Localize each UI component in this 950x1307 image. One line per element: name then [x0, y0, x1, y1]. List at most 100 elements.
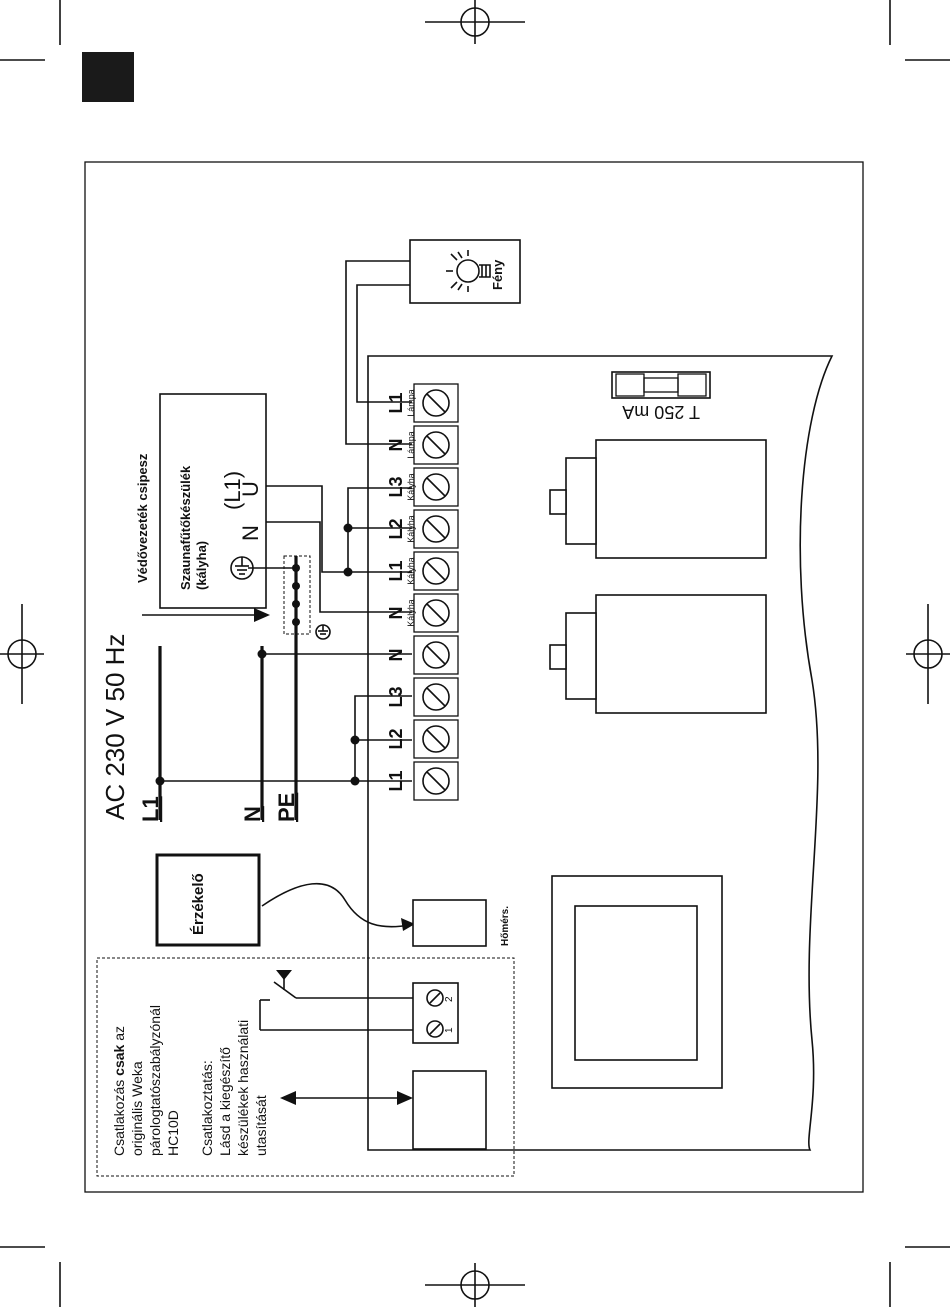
terminal-4: N: [386, 635, 459, 675]
registration-mark-right: [906, 604, 950, 704]
supply-voltage-label: AC 230 V 50 Hz: [100, 634, 130, 820]
note-line2: originális Weka: [129, 1061, 145, 1156]
supply-n-label: N: [240, 806, 265, 822]
terminal-screw-slot: [426, 729, 446, 749]
terminal-label: N: [386, 439, 406, 452]
terminal-label: L1: [386, 392, 406, 413]
terminal-sublabel: Kályha: [406, 473, 416, 501]
fuse-icon: [611, 371, 711, 399]
light-bulb-icon: [446, 250, 491, 292]
control-unit-board: [367, 355, 834, 1151]
note-line8: utasítását: [253, 1095, 269, 1156]
junction-dot: [350, 776, 360, 786]
sensor-box: [155, 853, 261, 947]
accessory-area: [96, 957, 515, 1177]
arrow-head-icon: [280, 1091, 296, 1105]
relay-lower: [549, 594, 767, 714]
note-line1-post: az: [111, 1026, 127, 1045]
terminal-1: L1: [386, 761, 459, 801]
arrow-head-icon: [397, 1091, 413, 1105]
aux-terminal-screw-icon: [426, 989, 444, 1007]
supply-wiring: [160, 653, 412, 782]
terminal-sublabel: Kályha: [406, 557, 416, 585]
junction-dot: [292, 582, 300, 590]
stove-u-label: U: [238, 481, 263, 497]
terminal-label: L2: [386, 518, 406, 539]
note-line6: Lásd a kiegészítő: [217, 1047, 233, 1156]
terminal-label: N: [386, 607, 406, 620]
terminal-label: L3: [386, 686, 406, 707]
terminal-screw-slot: [426, 645, 446, 665]
aux-terminal-screw-icon: [426, 1020, 444, 1038]
sauna-stove-box: [159, 393, 267, 609]
switch-actuator-icon: [276, 970, 292, 980]
sensor-cable: [261, 882, 411, 928]
note-line4: HC10D: [165, 1110, 181, 1156]
registration-mark-left: [0, 604, 44, 704]
ground-clamp-block: [283, 555, 311, 635]
note-line7: készülékek használati: [235, 1020, 251, 1156]
junction-dot: [155, 776, 165, 786]
junction-dot: [257, 649, 267, 659]
terminal-screw-slot: [426, 519, 446, 539]
stove-wiring: [248, 485, 412, 613]
light-box: [409, 239, 521, 304]
accessory-note: Csatlakozás csak az originális Weka páro…: [111, 1005, 269, 1156]
junction-dot: [292, 618, 300, 626]
light-wiring: [345, 260, 412, 445]
terminal-screw-slot: [426, 393, 446, 413]
junction-dot: [343, 523, 353, 533]
terminal-screw-slot: [426, 687, 446, 707]
ground-clamp-label: Védővezeték csipesz: [135, 453, 150, 583]
stove-subtitle: (kályha): [194, 541, 209, 590]
terminal-3: L3: [386, 677, 459, 717]
diagram-frame: [84, 161, 864, 1193]
terminal-2: L2: [386, 719, 459, 759]
junction-dot: [350, 735, 360, 745]
aux-terminal-1-label: 1: [444, 1027, 455, 1033]
supply-l1-label: L1: [138, 796, 163, 822]
svg-text:Csatlakozás csak az: Csatlakozás csak az: [111, 1026, 127, 1156]
page-tab: [82, 52, 134, 102]
fuse-label: T 250 mA: [622, 402, 700, 422]
terminal-label: L1: [386, 770, 406, 791]
registration-mark-top: [425, 0, 525, 44]
thermo-box: [412, 899, 487, 947]
supply-labels: AC 230 V 50 Hz L1 N PE: [100, 634, 299, 822]
switch-icon: [259, 978, 413, 1031]
note-line1-bold: csak: [111, 1044, 127, 1075]
terminal-label: N: [386, 649, 406, 662]
terminal-screw-slot: [426, 771, 446, 791]
display-screen: [574, 905, 698, 1061]
arrow-head-icon: [401, 918, 415, 931]
ground-symbol-icon: [315, 624, 331, 640]
terminal-screw-slot: [426, 561, 446, 581]
arrow-head-icon: [254, 608, 270, 622]
light-label: Fény: [490, 259, 505, 290]
aux-terminal-block: [412, 982, 459, 1044]
note-line1-pre: Csatlakozás: [111, 1076, 127, 1156]
stove-title: Szaunafűtőkészülék: [178, 465, 193, 590]
terminal-label: L1: [386, 560, 406, 581]
terminal-sublabel: Kályha: [406, 599, 416, 627]
supply-pe-label: PE: [274, 793, 299, 822]
terminal-screw-slot: [426, 435, 446, 455]
registration-mark-bottom: [425, 1263, 525, 1307]
aux-terminal-2-label: 2: [444, 996, 455, 1002]
terminal-sublabel: Lámpa: [406, 389, 416, 417]
stove-n-label: N: [238, 525, 263, 541]
junction-dot: [343, 567, 353, 577]
terminal-screw-slot: [426, 603, 446, 623]
thermo-label: Hőmérs.: [500, 906, 511, 946]
terminal-label: L2: [386, 728, 406, 749]
terminal-sublabel: Lámpa: [406, 431, 416, 459]
